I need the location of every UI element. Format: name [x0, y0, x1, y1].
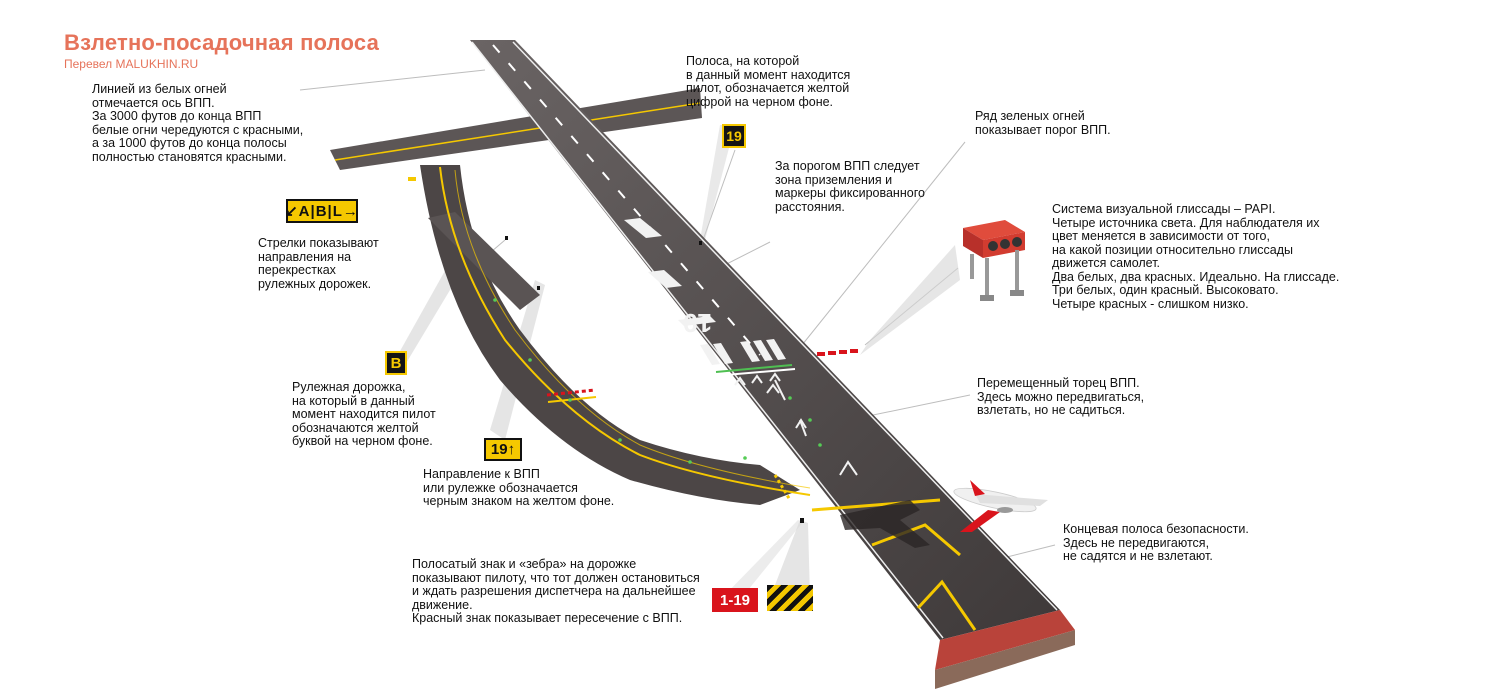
intersection-direction-sign: ↙A|B|L→	[285, 199, 358, 223]
note-papi: Система визуальной глиссады – PAPI. Четы…	[1052, 202, 1340, 311]
note-blast-pad: Концевая полоса безопасности. Здесь не п…	[1063, 522, 1249, 563]
top-taxiway	[330, 88, 702, 170]
airplane-icon	[953, 480, 1048, 532]
note-holding-position: Полосатый знак и «зебра» на дорожке пока…	[412, 557, 700, 625]
runway-number-marking: 19	[683, 308, 712, 338]
papi-unit-icon	[963, 220, 1025, 301]
papi-lights-row	[817, 349, 858, 356]
note-current-runway: Полоса, на которой в данный момент наход…	[686, 54, 851, 109]
runway-direction-sign: 19↑	[484, 438, 522, 461]
note-displaced-threshold: Перемещенный торец ВПП. Здесь можно пере…	[977, 376, 1145, 417]
taxi-lead-lights	[493, 298, 822, 464]
note-direction-sign: Направление к ВПП или рулежке обозначает…	[423, 467, 615, 508]
credit: Перевел MALUKHIN.RU	[64, 57, 199, 71]
threshold-markings	[700, 339, 786, 365]
airplane-shadow	[840, 500, 930, 548]
note-touchdown-zone: За порогом ВПП следует зона приземления …	[775, 159, 925, 214]
note-centerline: Линией из белых огней отмечается ось ВПП…	[92, 82, 304, 164]
displaced-threshold-arrows	[734, 372, 858, 476]
runway-section	[935, 610, 1075, 670]
note-arrows: Стрелки показывают направления на перекр…	[258, 236, 379, 291]
runway	[470, 40, 1060, 640]
taxiway-location-sign: B	[385, 351, 407, 375]
page-title: Взлетно-посадочная полоса	[64, 30, 380, 55]
holding-position-sign: 1-19	[712, 588, 758, 612]
touchdown-markers	[624, 218, 716, 326]
sign-beams	[395, 125, 960, 600]
runway-location-sign: 19	[722, 124, 746, 148]
note-taxiway-location: Рулежная дорожка, на который в данный мо…	[292, 380, 436, 448]
blast-pad-chevrons	[811, 498, 977, 631]
note-threshold-lights: Ряд зеленых огней показывает порог ВПП.	[975, 109, 1111, 137]
hold-stripes-sign	[767, 585, 813, 611]
